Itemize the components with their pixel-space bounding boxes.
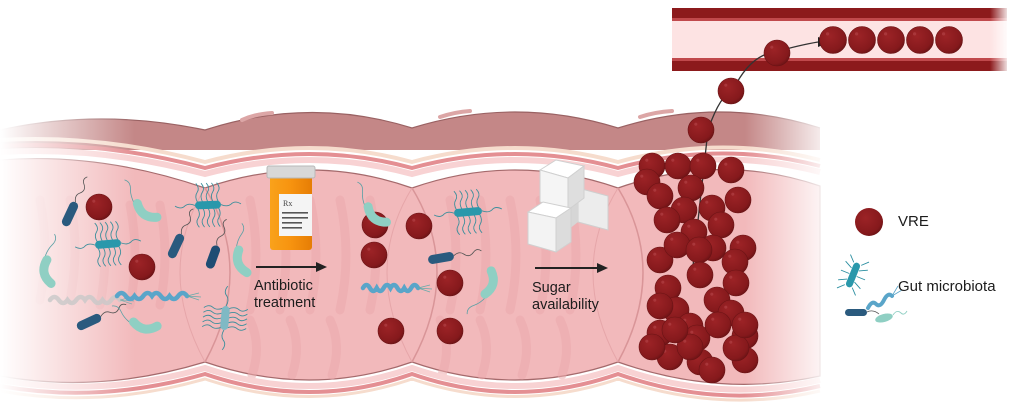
vre-cell-cluster	[676, 333, 704, 361]
vre-cell-cluster	[661, 316, 689, 344]
vre-cell-icon	[855, 208, 883, 236]
intestine-outer-wall-top	[0, 112, 820, 150]
antibiotic-arrow	[256, 262, 327, 272]
rod-bacterium	[61, 176, 88, 227]
vre-cell	[436, 317, 464, 345]
spiral-bacterium	[360, 282, 433, 294]
rod-bacterium	[428, 249, 482, 264]
flagellated-bacterium	[174, 182, 242, 228]
vre-cell-cluster	[646, 246, 674, 274]
rx-label: Rx	[283, 199, 292, 208]
legend-label-vre: VRE	[898, 213, 929, 230]
curved-bacterium	[232, 223, 252, 278]
antibiotic-line1: Antibiotic	[254, 278, 313, 294]
legend-label-microbiota: Gut microbiota	[898, 278, 996, 295]
microbiota-icon	[836, 254, 908, 323]
vre-cell-cluster	[717, 156, 745, 184]
flagellated-bacterium	[74, 220, 142, 268]
vre-cell	[128, 253, 156, 281]
vre-cell-translocating	[763, 39, 791, 67]
sugar-cubes-icon	[526, 159, 609, 253]
curved-bacterium	[466, 266, 498, 315]
curved-bacterium	[39, 233, 57, 288]
vre-cell-cluster	[731, 311, 759, 339]
vre-cell	[85, 193, 113, 221]
antibiotic-step-label: Antibiotic treatment	[254, 278, 315, 312]
vre-cell	[360, 241, 388, 269]
pill-bottle-icon: Rx	[266, 165, 316, 250]
vre-cell-cluster	[722, 334, 750, 362]
vre-cell	[377, 317, 405, 345]
vre-cell-cluster	[689, 152, 717, 180]
vre-cell-cluster	[653, 206, 681, 234]
rod-bacterium	[167, 208, 194, 259]
vre-cell-cluster	[638, 333, 666, 361]
vre-cell-cluster	[685, 236, 713, 264]
vre-cell-blood	[906, 26, 934, 54]
rod-bacterium	[205, 219, 227, 269]
vre-cell-cluster	[686, 261, 714, 289]
vre-cell-translocating	[687, 116, 715, 144]
vre-cell-blood	[877, 26, 905, 54]
legend	[836, 208, 908, 323]
vre-cell-cluster	[704, 311, 732, 339]
sugar-line1: Sugar	[532, 280, 571, 296]
vre-cell-cluster	[724, 186, 752, 214]
vre-cell	[436, 269, 464, 297]
vre-cell-cluster	[663, 231, 691, 259]
intestine	[0, 90, 1023, 415]
vre-cell	[405, 212, 433, 240]
vre-cell-blood	[848, 26, 876, 54]
vre-cell-cluster	[707, 211, 735, 239]
vre-cell-cluster	[664, 152, 692, 180]
vre-cell-cluster	[722, 269, 750, 297]
sugar-line2: availability	[532, 297, 599, 313]
flagellated-bacterium	[433, 188, 503, 236]
spiral-bacterium	[114, 290, 202, 302]
vre-cell-blood	[819, 26, 847, 54]
microbiota-layer	[39, 176, 503, 351]
vre-layer	[85, 26, 963, 384]
sugar-arrow	[535, 263, 608, 273]
curved-bacterium	[357, 181, 391, 227]
curved-bacterium	[111, 305, 162, 334]
vre-cell-cluster	[646, 292, 674, 320]
sugar-step-label: Sugar availability	[532, 280, 599, 314]
curved-bacterium	[124, 179, 162, 222]
vre-cell-cluster	[646, 182, 674, 210]
vre-cell-translocating	[717, 77, 745, 105]
flagellated-bacterium-faded	[201, 285, 249, 351]
vre-cell-cluster	[698, 356, 726, 384]
vre-cell-blood	[935, 26, 963, 54]
antibiotic-line2: treatment	[254, 295, 316, 311]
rod-bacterium	[76, 303, 127, 331]
